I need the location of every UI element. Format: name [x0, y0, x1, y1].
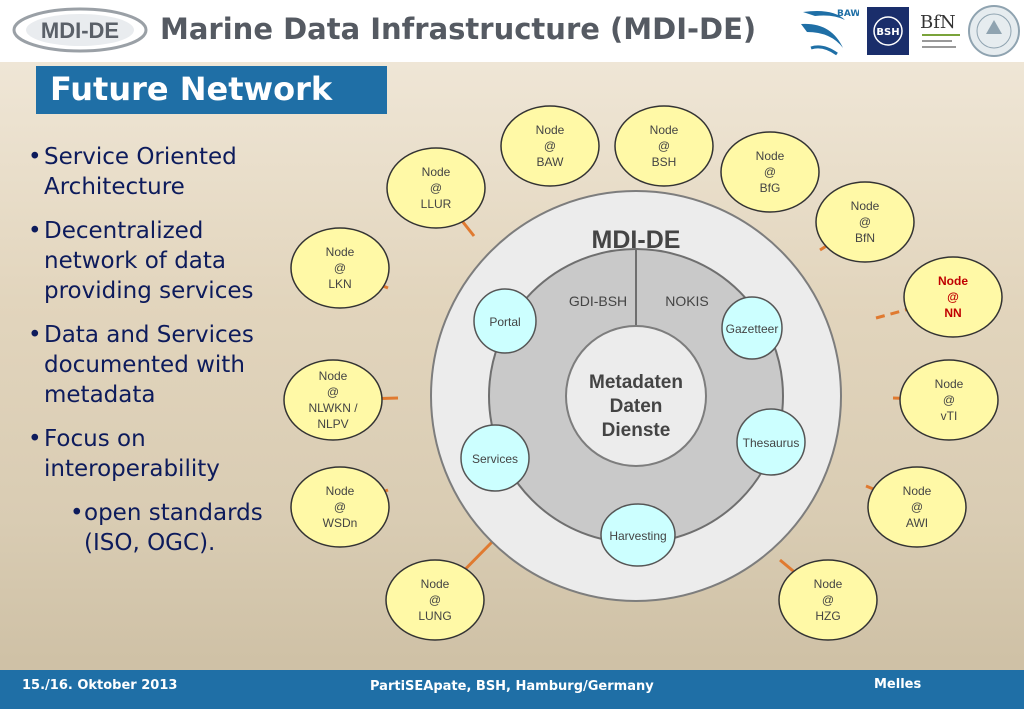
node-label: @ [764, 165, 776, 179]
node-label: Node [422, 165, 451, 179]
service-label: Services [472, 452, 518, 466]
node-label: Node [935, 377, 964, 391]
service-circle [600, 503, 676, 567]
service-label: Harvesting [609, 529, 666, 543]
node-label: Node [650, 123, 679, 137]
node-label: Node [938, 274, 968, 288]
svg-text:MDI-DE: MDI-DE [41, 18, 119, 43]
node-label: Node [814, 577, 843, 591]
section-title: Future Network [50, 70, 333, 108]
service-label: Gazetteer [726, 322, 779, 336]
bullet-item: •Focus on interoperability [28, 426, 220, 482]
service-circle [460, 424, 530, 492]
header-bar [0, 0, 1024, 62]
node-label: NN [944, 306, 961, 320]
node-label: LLUR [421, 197, 452, 211]
service-circle [736, 408, 806, 476]
node-label: @ [822, 593, 834, 607]
node-label: LKN [328, 277, 351, 291]
node-circle [385, 559, 485, 641]
node-circle [283, 359, 383, 441]
node-label: Node [421, 577, 450, 591]
footer-bar [0, 670, 1024, 709]
node-circle [386, 147, 486, 229]
node-label: BfG [760, 181, 781, 195]
node-label: Node [903, 484, 932, 498]
bullet-item: •Data and Services documented with metad… [28, 322, 254, 408]
node-circle [290, 227, 390, 309]
node-label: AWI [906, 516, 928, 530]
node-label: BfN [855, 231, 875, 245]
mdi-de-logo: MDI-DE [12, 7, 148, 53]
node-label: Node [319, 369, 348, 383]
node-label: Node [536, 123, 565, 137]
node-label: HZG [815, 609, 840, 623]
node-circle [867, 466, 967, 548]
ring-label: GDI-BSH [569, 293, 627, 309]
footer-date: 15./16. Oktober 2013 [22, 678, 178, 693]
bfn-logo-text: BfN [920, 12, 956, 33]
node-label: @ [544, 139, 556, 153]
node-label: WSDn [323, 516, 358, 530]
baw-logo-text: BAW [837, 9, 859, 19]
node-label: Node [326, 245, 355, 259]
node-label: vTI [941, 409, 958, 423]
node-circle [720, 131, 820, 213]
node-label: @ [911, 500, 923, 514]
bullet-list: •Service Oriented Architecture •Decentra… [28, 142, 278, 572]
node-label: @ [334, 261, 346, 275]
node-label: @ [947, 290, 959, 304]
node-label: LUNG [418, 609, 451, 623]
bsh-logo-text: BSH [876, 27, 899, 38]
node-label: BAW [537, 155, 565, 169]
seal-logo [968, 5, 1020, 57]
node-label: @ [327, 385, 339, 399]
node-circle [290, 466, 390, 548]
sub-bullet-item: •open standards (ISO, OGC). [70, 500, 263, 556]
node-label: @ [943, 393, 955, 407]
bullet-item: •Decentralized network of data providing… [28, 218, 254, 304]
node-label: Node [851, 199, 880, 213]
node-label: Node [326, 484, 355, 498]
section-title-bar [36, 66, 387, 114]
mdi-de-label: MDI-DE [592, 226, 681, 254]
bfn-logo: BfN [920, 12, 960, 48]
node-circle [778, 559, 878, 641]
node-label: NLWKN / [308, 401, 358, 415]
footer-author: Melles [874, 677, 922, 692]
core-label: Daten [610, 396, 663, 417]
node-label: NLPV [317, 417, 348, 431]
footer-event: PartiSEApate, BSH, Hamburg/Germany [370, 679, 654, 694]
node-circle [500, 105, 600, 187]
core-label: Metadaten [589, 372, 683, 393]
node-label: BSH [652, 155, 677, 169]
service-circle [721, 296, 783, 360]
service-circle [473, 288, 537, 354]
service-label: Portal [489, 315, 520, 329]
node-label: @ [859, 215, 871, 229]
node-label: Node [756, 149, 785, 163]
node-circle [899, 359, 999, 441]
node-label: @ [430, 181, 442, 195]
ring-label: NOKIS [665, 293, 709, 309]
node-circle [815, 181, 915, 263]
node-label: @ [658, 139, 670, 153]
baw-logo: BAW [801, 9, 859, 56]
bullet-item: •Service Oriented Architecture [28, 144, 237, 200]
metadata-core [565, 325, 707, 467]
core-label: Dienste [602, 420, 671, 441]
service-label: Thesaurus [743, 436, 800, 450]
node-label: @ [429, 593, 441, 607]
node-circle [614, 105, 714, 187]
page-title: Marine Data Infrastructure (MDI-DE) [160, 12, 757, 46]
bsh-logo: BSH [867, 7, 909, 55]
node-label: @ [334, 500, 346, 514]
node-circle [903, 256, 1003, 338]
